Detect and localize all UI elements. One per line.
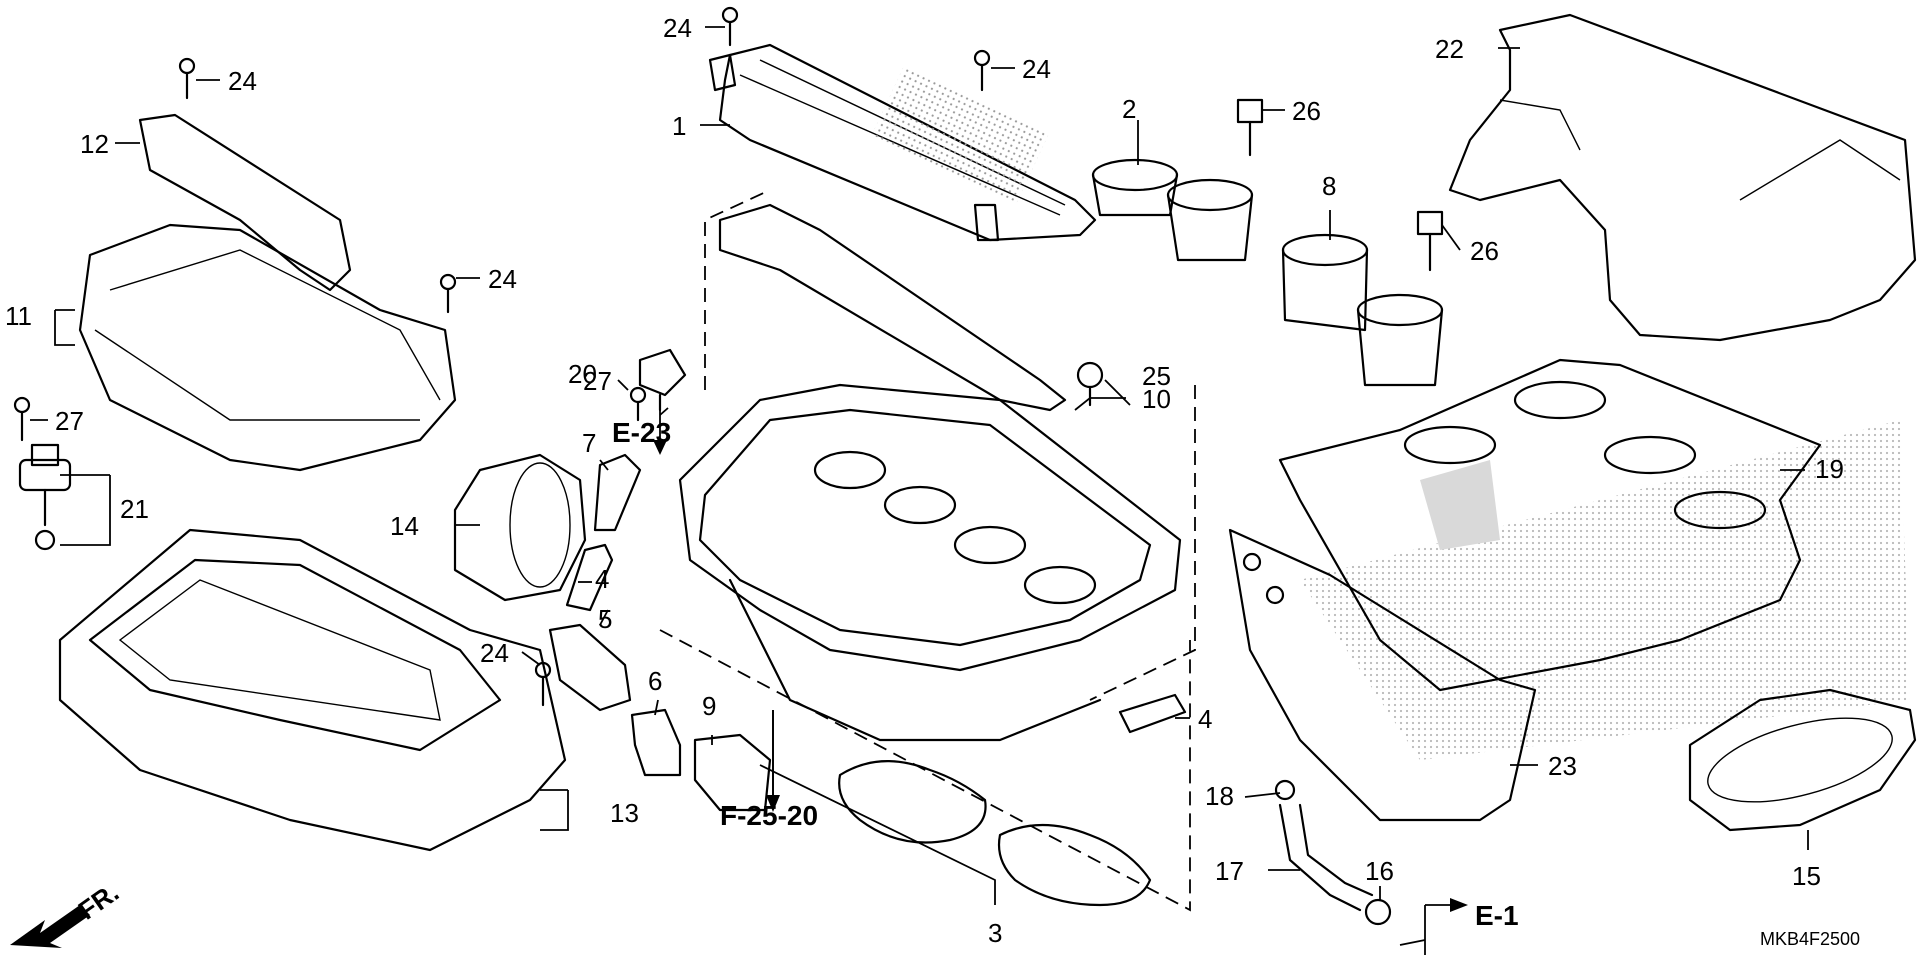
upper-cover-part [78,223,457,472]
callout-24-top: 24 [663,13,692,43]
callout-27-center: 27 [583,366,612,396]
front-direction-indicator: FR. [10,877,124,948]
duct-connector-14-part [453,453,587,602]
bolt-26-right [1416,210,1444,272]
callout-17: 17 [1215,856,1244,886]
callout-6: 6 [648,666,662,696]
gasket-10-part [718,203,1067,412]
air-duct-top-part [1448,13,1917,342]
clamp-16-part [1364,898,1392,926]
plate-19-part [1278,358,1822,692]
bracket-part [138,113,352,292]
hose-17-part [1278,803,1374,912]
callout-12: 12 [80,129,109,159]
screw-24-middle-left [439,273,457,314]
bolt-26-top [1236,98,1264,157]
callout-labels: 1 2 3 4 4 5 6 7 8 9 10 11 12 13 14 15 16… [5,13,1844,948]
gasket-3-part [838,760,1152,907]
callout-22: 22 [1435,34,1464,64]
clip-18-part [1274,779,1296,801]
callout-24-lower: 24 [480,638,509,668]
callout-14: 14 [390,511,419,541]
lower-case-part [58,528,567,852]
panel-23-part [1228,528,1537,822]
screw-24-top [721,6,739,47]
air-cleaner-cover-part [708,43,1097,242]
callout-9: 9 [702,691,716,721]
screw-27-left [13,396,31,442]
callout-24-center: 24 [1022,54,1051,84]
callout-18: 18 [1205,781,1234,811]
screw-24-center [973,49,991,92]
callout-25: 25 [1142,361,1171,391]
reference-e1: E-1 [1475,900,1519,931]
clip-25-part [1076,361,1104,407]
diagram-code: MKB4F2500 [1760,929,1860,949]
callout-11: 11 [5,301,32,331]
dotted-watermark [1300,420,1910,760]
callout-27-left: 27 [55,406,84,436]
callout-24-upper-left: 24 [228,66,257,96]
callout-19: 19 [1815,454,1844,484]
callout-16: 16 [1365,856,1394,886]
sensor-21-part [18,443,72,551]
callout-1: 1 [672,111,686,141]
callout-4-left: 4 [595,564,609,594]
pad-4-left [565,543,614,612]
callout-21: 21 [120,494,149,524]
screw-24-lower [534,661,552,707]
funnel-pair-8-part [1281,233,1444,387]
callout-7: 7 [582,428,596,458]
screw-24-upper-left [178,57,196,100]
pad-5 [548,623,632,712]
callout-8: 8 [1322,171,1336,201]
air-box-housing-part [678,383,1182,742]
callout-10: 10 [1142,384,1171,414]
callout-23: 23 [1548,751,1577,781]
callout-26-right: 26 [1470,236,1499,266]
duct-15-part [1688,688,1917,832]
pad-parts [548,453,1187,812]
front-arrow-icon [10,905,90,948]
reference-f2520: F-25-20 [720,800,818,831]
cross-references: E-23 F-25-20 E-1 [612,417,1519,931]
funnel-pair-2-part [1091,158,1254,262]
pad-7 [593,453,642,532]
callout-2: 2 [1122,94,1136,124]
callout-26-top: 26 [1292,96,1321,126]
pad-4-right [1118,693,1187,734]
pad-6 [630,708,682,777]
screw-27-center [629,386,647,422]
callout-5: 5 [598,604,612,634]
pad-9 [693,733,772,812]
sensor-20-part [638,348,687,412]
callout-20: 20 [568,359,597,389]
callout-4-right: 4 [1198,704,1212,734]
callout-24-middle-left: 24 [488,264,517,294]
grouping-lines [659,189,1450,955]
callout-13: 13 [610,798,639,828]
callout-3: 3 [988,918,1002,948]
callout-15: 15 [1792,861,1821,891]
